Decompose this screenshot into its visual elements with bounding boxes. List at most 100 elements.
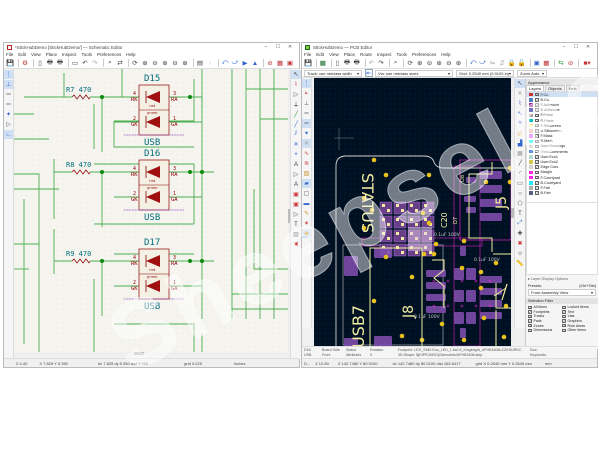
filter-checkbox[interactable]: ✓ [528, 305, 532, 310]
schematic-horizontal-scrollbar[interactable] [14, 352, 288, 355]
selection-filter-item[interactable]: ✓Tracks [528, 314, 562, 319]
board-setup-icon[interactable]: ▩ [319, 60, 326, 67]
tab-layers[interactable]: Layers [526, 85, 545, 91]
layer-visibility-checkbox[interactable]: ✓ [535, 134, 539, 139]
filter-checkbox[interactable]: ✓ [562, 328, 566, 333]
local-ratsnest-icon[interactable]: ✕ [517, 91, 523, 97]
layer-visibility-checkbox[interactable]: ✓ [535, 186, 539, 191]
print-icon[interactable]: 🖶 [46, 58, 54, 66]
units-mm-icon[interactable]: ═ [6, 91, 11, 98]
layer-row[interactable]: ✓B.Adhesive [527, 108, 597, 113]
find-replace-icon[interactable]: ⇄ [117, 60, 123, 67]
polar-coords-icon[interactable]: ⟀ [304, 90, 309, 96]
zoom-out-icon[interactable]: ⊖ [152, 60, 158, 67]
add-symbol-icon[interactable]: ▷ [293, 92, 299, 98]
plot-icon[interactable]: 🖶 [56, 58, 64, 66]
zoom-selection-icon[interactable]: ⊕ [455, 60, 462, 67]
rotate-cw-icon[interactable]: ⤻ [479, 59, 487, 66]
layer-visibility-checkbox[interactable]: ✓ [535, 113, 539, 118]
draw-circle-icon[interactable]: ○ [518, 190, 522, 197]
layer-color-swatch[interactable] [529, 108, 533, 112]
layer-visibility-checkbox[interactable]: ✓ [535, 155, 539, 160]
layer-color-swatch[interactable] [529, 155, 533, 159]
menu-route[interactable]: Route [359, 52, 372, 57]
wire-angle-icon[interactable]: ∟ [4, 130, 13, 139]
pad-fill-icon[interactable]: ▰ [302, 179, 311, 188]
hier-sheet-icon[interactable]: ▣ [293, 192, 299, 198]
zoom-objects-icon[interactable]: ⊖ [172, 60, 178, 67]
layer-visibility-checkbox[interactable]: ✓ [535, 118, 539, 123]
schematic-vertical-scrollbar[interactable] [288, 69, 291, 352]
tab-nets[interactable]: Nets [565, 85, 580, 91]
layer-color-swatch[interactable] [529, 160, 533, 164]
minimize-button[interactable]: – [264, 44, 268, 50]
layer-visibility-checkbox[interactable]: ✓ [535, 139, 539, 144]
save-icon[interactable]: 💾 [5, 60, 15, 67]
delete-tool-icon[interactable]: ✖ [517, 241, 523, 247]
grid-toggle-icon[interactable]: ⋮ [4, 70, 13, 79]
drc-icon[interactable]: ⊘ [567, 60, 574, 67]
zoom-objects-icon[interactable]: ⊖ [446, 60, 452, 67]
minimize-button[interactable]: – [562, 44, 566, 50]
pcb-vertical-scrollbar[interactable] [511, 78, 514, 350]
units-mils-icon[interactable]: ═ [6, 101, 11, 108]
menu-tools[interactable]: Tools [81, 52, 93, 57]
menu-view[interactable]: View [31, 52, 41, 57]
layer-row[interactable]: ✓B.Courtyard [527, 180, 597, 185]
hier-label-icon[interactable]: A [293, 181, 298, 188]
rotate-cw-icon[interactable]: ⤻ [231, 59, 239, 66]
layer-color-swatch[interactable] [529, 113, 533, 118]
selection-filter-item[interactable]: ✓Vias [562, 314, 596, 319]
hidden-pins-icon[interactable]: ▷ [6, 122, 11, 128]
layer-visibility-checkbox[interactable]: ✓ [535, 129, 539, 134]
menu-view[interactable]: View [329, 52, 339, 57]
layer-color-swatch[interactable] [529, 191, 533, 195]
page-settings-icon[interactable]: ▯ [38, 60, 42, 67]
layer-row[interactable]: ✓B.Paste [527, 118, 597, 123]
layer-row[interactable]: ✓User.Drawings [527, 144, 597, 149]
menu-preferences[interactable]: Preferences [412, 52, 437, 57]
layer-color-swatch[interactable] [529, 186, 533, 190]
layer-visibility-checkbox[interactable]: ✓ [535, 160, 539, 165]
layer-color-swatch[interactable] [529, 134, 533, 138]
page-settings-icon[interactable]: ▯ [335, 60, 340, 67]
add-text-icon[interactable]: T [518, 210, 522, 217]
layer-row[interactable]: ✓F.Silkscreen [527, 123, 597, 128]
filter-checkbox[interactable]: ✓ [528, 323, 532, 328]
draw-polygon-icon[interactable]: ⬠ [517, 201, 523, 207]
selection-filter-item[interactable]: ✓Other items [562, 328, 596, 333]
menu-place[interactable]: Place [45, 52, 57, 57]
layer-row[interactable]: ✓B.Silkscreen [527, 128, 597, 133]
delete-tool-icon[interactable]: ✖ [293, 242, 299, 248]
layer-color-swatch[interactable] [529, 103, 533, 107]
zone-outline-icon[interactable]: ▨ [303, 171, 310, 177]
grid-toggle-icon[interactable]: ⋮ [302, 79, 311, 88]
tab-objects[interactable]: Objects [545, 85, 565, 91]
hierarchy-navigator-icon[interactable]: ▤ [196, 60, 204, 67]
zoom-out-icon[interactable]: ⊖ [426, 60, 433, 67]
presets-select[interactable]: Front Assembly View▾ [528, 289, 596, 296]
menu-place[interactable]: Place [343, 52, 355, 57]
mirror-icon[interactable]: ⇵ [499, 60, 505, 67]
filter-checkbox[interactable]: ✓ [528, 328, 532, 333]
menu-help[interactable]: Help [126, 52, 136, 57]
filter-checkbox[interactable]: ✓ [528, 319, 532, 324]
schematic-setup-icon[interactable]: ⚙ [22, 60, 28, 67]
unlock-icon[interactable]: 🔓 [517, 60, 526, 67]
selection-filter-item[interactable]: ✓Zones [528, 323, 562, 328]
appearance-panel-icon[interactable]: ◉ [302, 229, 311, 238]
layer-row[interactable]: ✓F.Courtyard [527, 175, 597, 180]
no-connect-icon[interactable]: ✕ [293, 142, 299, 148]
junction-icon[interactable]: + [294, 151, 298, 158]
mirror-h-icon[interactable]: ▲ [251, 59, 259, 67]
layer-color-swatch[interactable] [529, 92, 533, 97]
layer-visibility-checkbox[interactable]: ✓ [535, 92, 539, 97]
layer-visibility-checkbox[interactable]: ✓ [535, 144, 539, 149]
layer-row[interactable]: ✓F.Adhesive [527, 102, 597, 107]
layer-color-swatch[interactable] [529, 144, 533, 149]
layer-color-swatch[interactable] [529, 139, 533, 144]
auto-track-width-icon[interactable]: ⇤ [365, 69, 373, 77]
add-power-icon[interactable]: ⏚ [292, 103, 299, 109]
